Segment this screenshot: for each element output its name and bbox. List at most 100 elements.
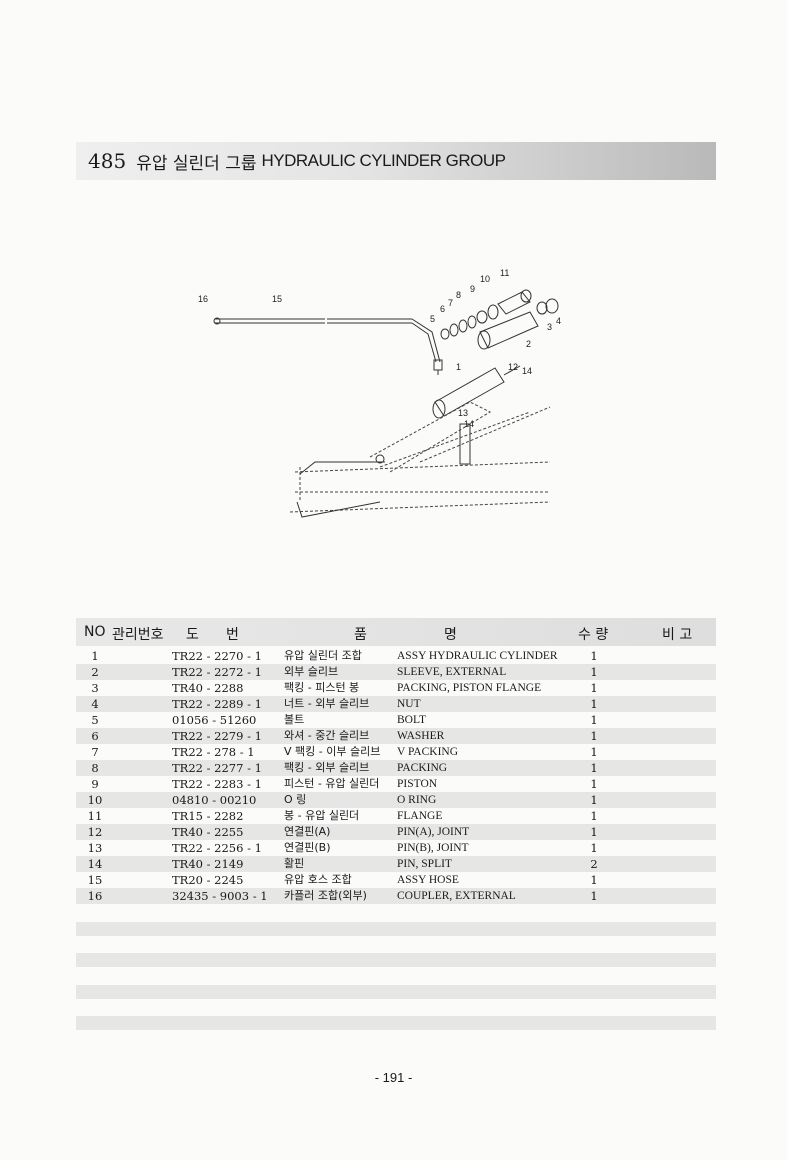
callout-labels: 5 6 7 8 9 10 11 3 4 2 1 12 14 13 14 15 1… — [198, 268, 561, 429]
callout-label: 8 — [456, 290, 461, 300]
part-code: TR40 - 2255 — [172, 825, 244, 839]
part-qty: 1 — [590, 745, 598, 759]
part-qty: 1 — [590, 649, 598, 663]
part-name-ko: 팩킹 - 피스턴 봉 — [284, 681, 360, 694]
part-qty: 2 — [590, 857, 598, 871]
part-name-en: PIN(A), JOINT — [397, 826, 470, 838]
header-name-1: 품 — [354, 627, 367, 643]
part-code: 32435 - 9003 - 1 — [172, 889, 268, 903]
page-number: - 191 - — [374, 1070, 413, 1085]
part-code: TR22 - 2289 - 1 — [172, 697, 262, 711]
hose-assembly-drawing — [213, 317, 443, 375]
part-name-ko: 피스턴 - 유압 실린더 — [284, 777, 380, 790]
callout-label: 16 — [198, 294, 208, 304]
header-drawing-1: 도 — [186, 627, 199, 643]
part-code: TR22 - 2279 - 1 — [172, 729, 262, 743]
callout-label: 12 — [508, 362, 518, 372]
part-qty: 1 — [590, 841, 598, 855]
part-qty: 1 — [590, 761, 598, 775]
part-name-en: COUPLER, EXTERNAL — [397, 890, 516, 902]
header-name-2: 명 — [444, 627, 457, 643]
callout-label: 2 — [526, 339, 531, 349]
part-qty: 1 — [590, 873, 598, 887]
boom-frame-drawing — [289, 401, 551, 513]
part-name-en: V PACKING — [397, 746, 459, 758]
part-name-en: FLANGE — [397, 810, 443, 822]
part-code: TR20 - 2245 — [172, 873, 244, 887]
callout-label: 4 — [556, 316, 561, 326]
part-qty: 1 — [590, 777, 598, 791]
blank-row — [76, 922, 716, 936]
part-name-en: NUT — [397, 698, 421, 710]
part-no: 7 — [91, 745, 99, 759]
part-name-ko: 팩킹 - 외부 슬리브 — [284, 761, 370, 774]
part-qty: 1 — [590, 713, 598, 727]
part-name-ko: 유압 실린더 조합 — [284, 649, 362, 662]
parts-table-header: NO 관리번호 도 번 품 명 수 량 비 고 — [76, 618, 716, 646]
part-name-ko: 와셔 - 중간 슬리브 — [284, 729, 370, 742]
callout-label: 1 — [456, 362, 461, 372]
hydraulic-cylinder-drawing — [432, 365, 521, 465]
blank-row — [76, 953, 716, 967]
callout-label: 13 — [458, 408, 468, 418]
callout-label: 3 — [547, 322, 552, 332]
part-qty: 1 — [590, 793, 598, 807]
part-code: 01056 - 51260 — [172, 713, 257, 727]
blank-row — [76, 1016, 716, 1030]
part-qty: 1 — [590, 729, 598, 743]
header-qty: 수 량 — [578, 627, 609, 643]
part-qty: 1 — [590, 889, 598, 903]
part-name-en: PIN(B), JOINT — [397, 842, 469, 854]
exploded-seal-parts-drawing — [440, 289, 559, 340]
exploded-parts-diagram: 5 6 7 8 9 10 11 3 4 2 1 12 14 13 14 15 1… — [198, 268, 561, 518]
callout-label: 6 — [440, 304, 445, 314]
callout-label: 11 — [500, 268, 509, 278]
boom-frame-solid — [296, 454, 385, 518]
header-drawing-2: 번 — [226, 627, 239, 643]
part-name-en: BOLT — [397, 714, 426, 726]
part-code: TR22 - 2256 - 1 — [172, 841, 262, 855]
part-name-ko: 카플러 조합(외부) — [284, 889, 367, 902]
part-code: TR22 - 2272 - 1 — [172, 665, 262, 679]
part-name-ko: 외부 슬리브 — [284, 665, 339, 678]
part-name-ko: 볼트 — [284, 713, 305, 726]
part-no: 10 — [87, 793, 103, 807]
table-row: 1 TR22 - 2270 - 1 유압 실린더 조합 ASSY HYDRAULIC … — [76, 648, 716, 664]
part-name-ko: 유압 호스 조합 — [284, 873, 352, 886]
part-qty: 1 — [590, 825, 598, 839]
part-name-en: PISTON — [397, 778, 438, 790]
part-no: 13 — [87, 841, 103, 855]
blank-row — [76, 985, 716, 999]
part-no: 11 — [87, 809, 103, 823]
external-sleeve-drawing — [477, 311, 539, 350]
part-code: TR40 - 2288 — [172, 681, 244, 695]
callout-label: 5 — [430, 314, 435, 324]
part-name-en: PIN, SPLIT — [397, 858, 452, 870]
header-no: NO — [84, 624, 106, 640]
part-no: 2 — [91, 665, 99, 679]
section-title-ko: 유압 실린더 그룹 — [136, 153, 257, 174]
header-mgmt-number: 관리번호 — [112, 627, 164, 643]
part-code: TR22 - 2270 - 1 — [172, 649, 262, 663]
part-name-ko: 너트 - 외부 슬리브 — [284, 697, 370, 710]
part-no: 6 — [91, 729, 99, 743]
part-name-en: ASSY HYDRAULIC CYLINDER — [397, 650, 558, 662]
part-no: 8 — [91, 761, 99, 775]
part-name-ko: V 팩킹 - 이부 슬리브 — [284, 745, 381, 758]
part-code: TR40 - 2149 — [172, 857, 244, 871]
part-name-en: PACKING, PISTON FLANGE — [397, 682, 542, 694]
callout-label: 7 — [448, 298, 453, 308]
